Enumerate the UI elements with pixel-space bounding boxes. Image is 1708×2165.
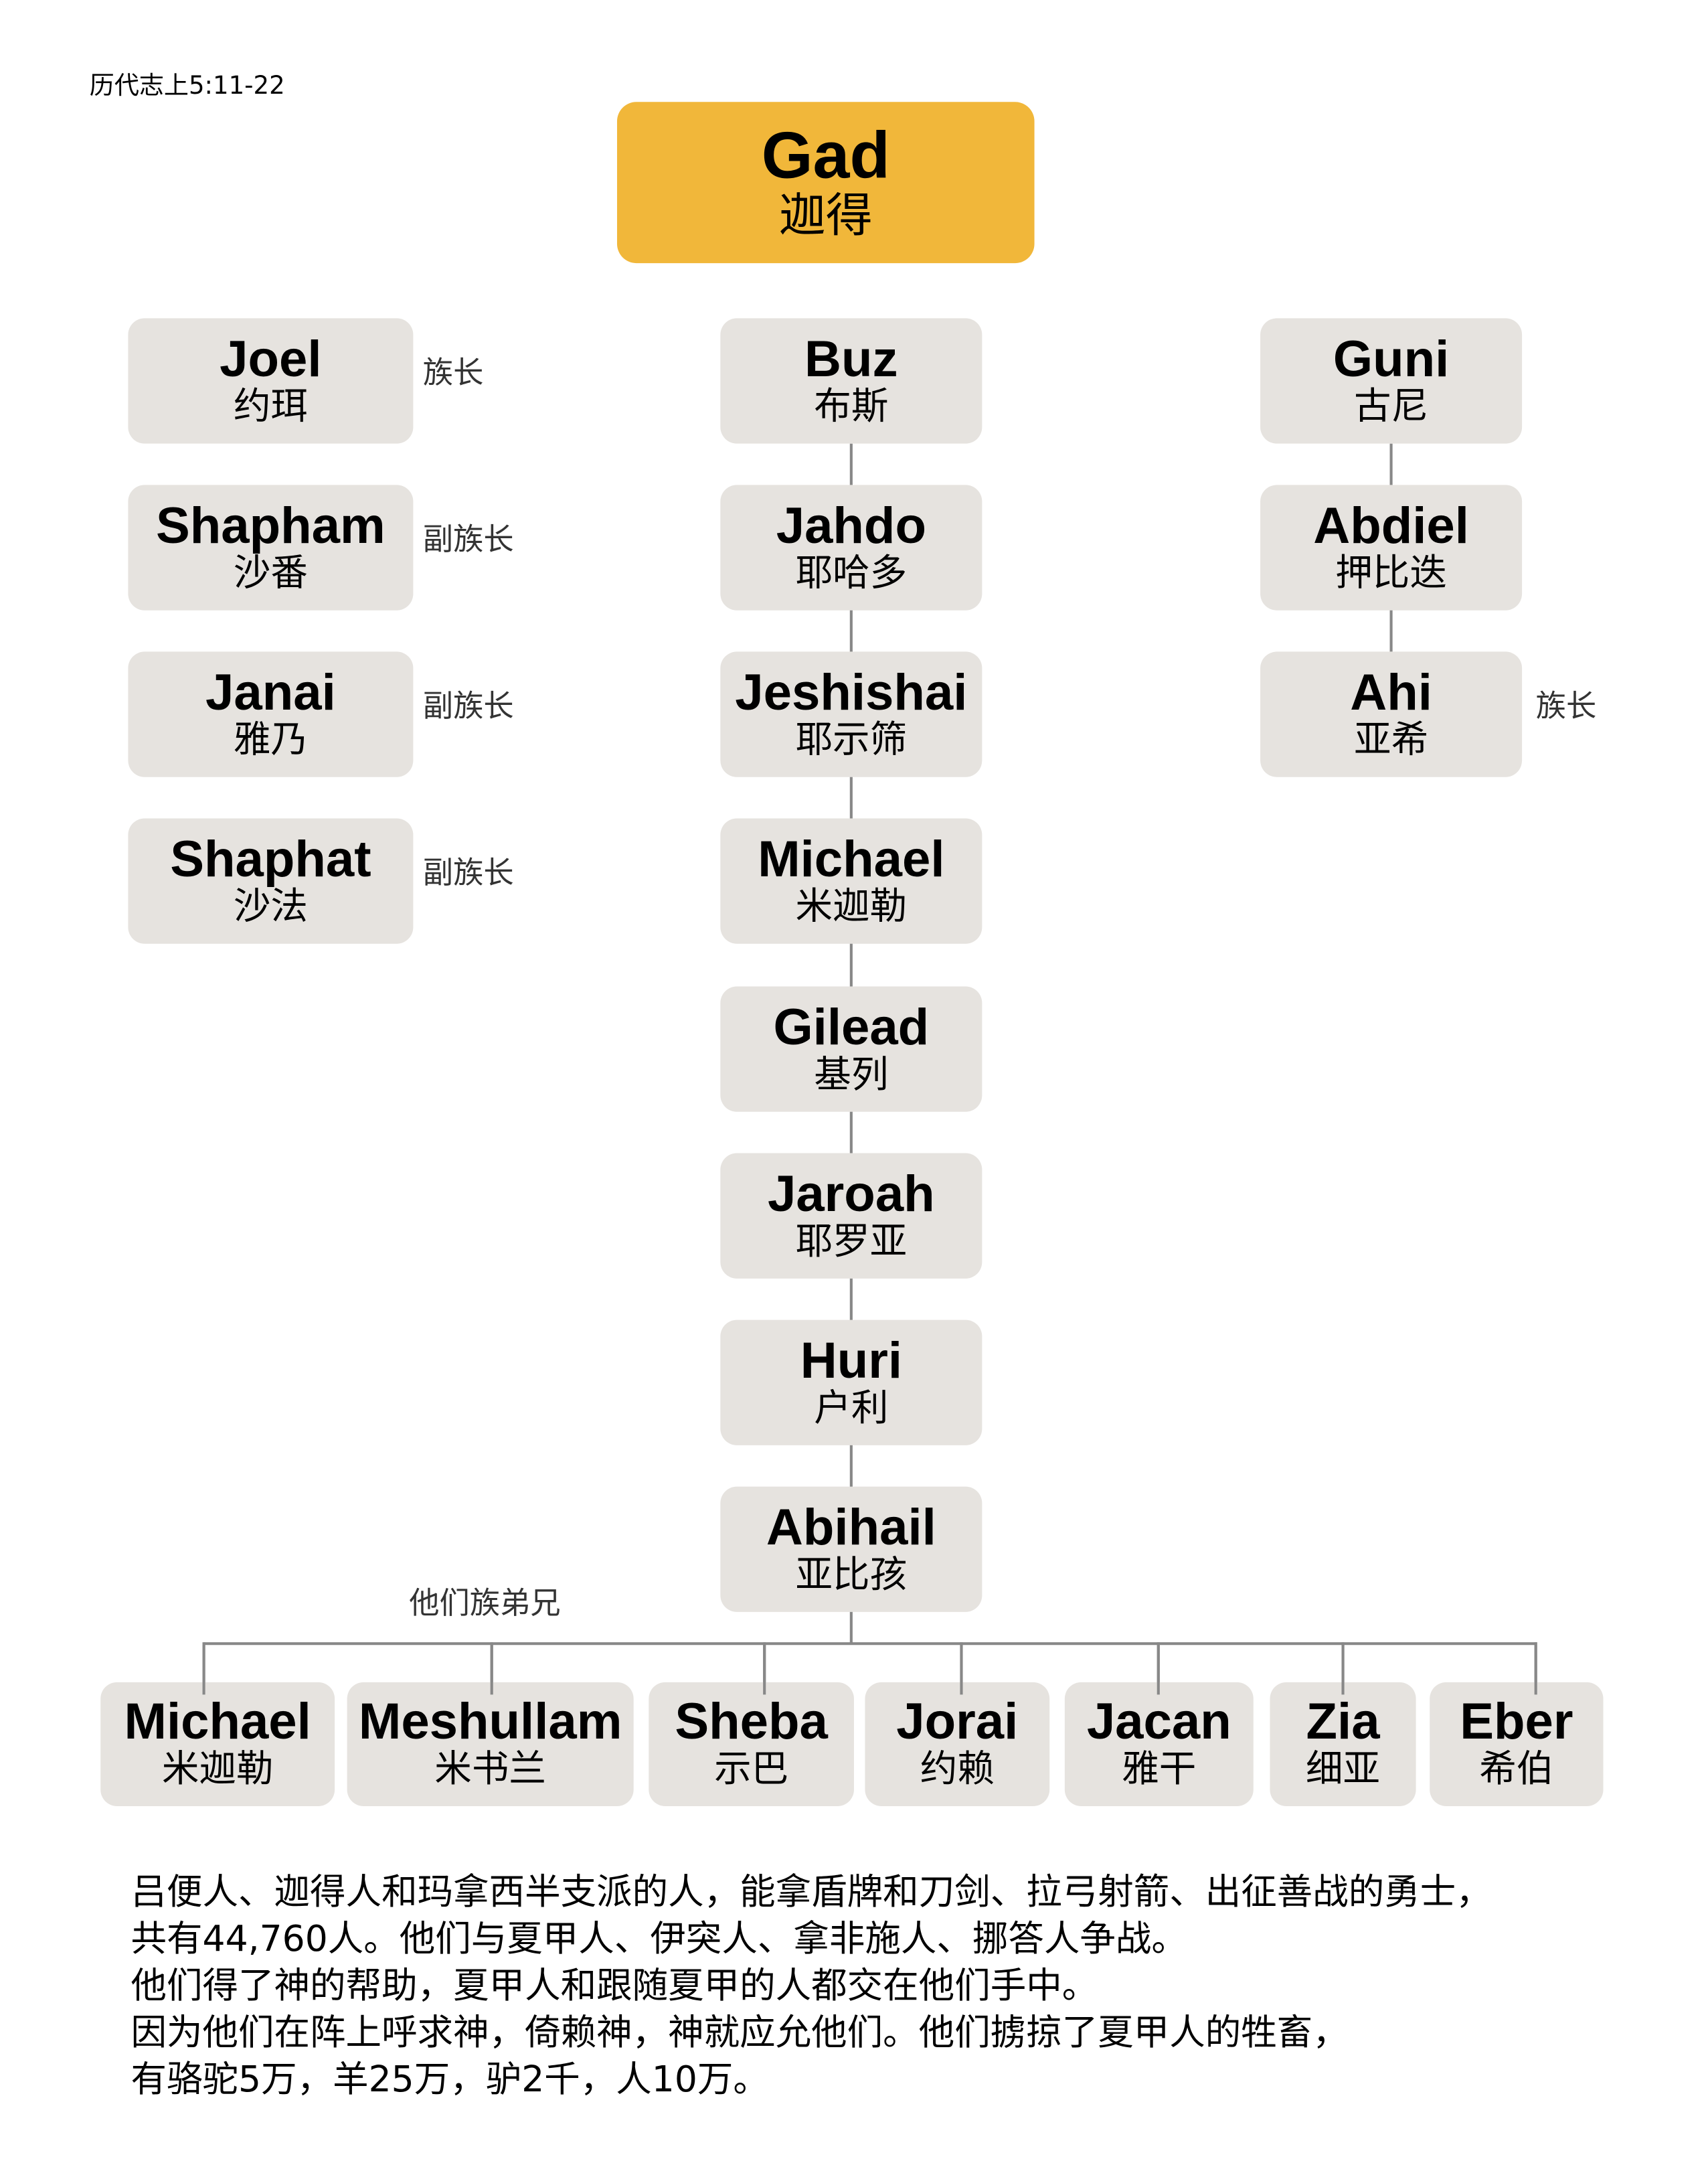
node-name-zh: 雅乃: [233, 718, 308, 762]
node-name-en: Joel: [220, 329, 322, 387]
paragraph-line: 有骆驼5万，羊25万，驴2千，人10万。: [131, 2059, 769, 2101]
connector-line: [490, 1645, 493, 1695]
connector-line: [1341, 1645, 1345, 1695]
role-label: 副族长: [422, 524, 514, 558]
node-name-en: Michael: [758, 829, 945, 887]
paragraph-line: 因为他们在阵上呼求神，倚赖神，神就应允他们。他们掳掠了夏甲人的牲畜，: [131, 2012, 1349, 2055]
node-name-en: Jacan: [1086, 1693, 1231, 1750]
role-label: 族长: [422, 357, 484, 392]
node-name-zh: 细亚: [1305, 1748, 1381, 1791]
node-name-en: Huri: [800, 1332, 902, 1388]
node-name-en: Gilead: [773, 998, 930, 1055]
connector-line: [1534, 1645, 1537, 1695]
node-name-zh: 米迦勒: [161, 1748, 274, 1791]
paragraph-line: 共有44,760人。他们与夏甲人、伊突人、拿非施人、挪答人争战。: [131, 1919, 1187, 1961]
node-name-zh: 耶罗亚: [795, 1220, 908, 1263]
connector-line: [763, 1645, 766, 1695]
node-name-zh: 耶哈多: [795, 552, 908, 595]
node-name-en: Janai: [205, 663, 336, 720]
node-name-zh: 亚比孩: [795, 1553, 908, 1597]
node-name-zh: 米迦勒: [795, 885, 908, 929]
node-name-zh: 古尼: [1354, 385, 1429, 428]
node-name-en: Gad: [761, 119, 890, 193]
node-name-zh: 基列: [814, 1053, 889, 1097]
node-name-en: Jorai: [896, 1693, 1019, 1750]
node-name-zh: 约珥: [233, 385, 308, 428]
role-label: 副族长: [422, 690, 514, 725]
brothers-label: 他们族弟兄: [409, 1587, 561, 1622]
node-name-en: Ahi: [1350, 663, 1432, 720]
role-label: 副族长: [422, 857, 514, 892]
node-name-en: Shaphat: [170, 829, 371, 887]
paragraph-line: 他们得了神的帮助，夏甲人和跟随夏甲的人都交在他们手中。: [131, 1966, 1098, 2008]
node-name-zh: 亚希: [1354, 718, 1429, 762]
node-name-en: Meshullam: [358, 1693, 622, 1750]
connector-line: [202, 1645, 205, 1695]
node-name-zh: 约赖: [920, 1748, 995, 1791]
scripture-reference: 历代志上5:11-22: [89, 72, 285, 101]
node-name-zh: 押比迭: [1335, 552, 1447, 595]
node-name-zh: 布斯: [814, 385, 889, 428]
node-name-zh: 沙法: [233, 885, 308, 929]
node-name-en: Jahdo: [776, 496, 926, 554]
connector-line: [203, 1642, 1537, 1646]
role-label: 族长: [1535, 690, 1597, 725]
node-name-en: Jeshishai: [735, 663, 968, 720]
node-name-zh: 沙番: [233, 552, 308, 595]
paragraph-line: 吕便人、迦得人和玛拿西半支派的人，能拿盾牌和刀剑、拉弓射箭、出征善战的勇士，: [131, 1872, 1492, 1914]
node-name-en: Sheba: [675, 1693, 828, 1750]
node-gad: Gad 迦得: [616, 102, 1035, 264]
node-name-en: Abihail: [766, 1498, 936, 1555]
connector-line: [960, 1645, 963, 1695]
node-name-en: Guni: [1333, 329, 1450, 387]
node-name-en: Michael: [124, 1693, 311, 1750]
node-name-en: Eber: [1460, 1693, 1573, 1750]
node-name-zh: 希伯: [1479, 1748, 1554, 1791]
node-name-zh: 雅干: [1122, 1748, 1197, 1791]
description-paragraph: 吕便人、迦得人和玛拿西半支派的人，能拿盾牌和刀剑、拉弓射箭、出征善战的勇士， 共…: [131, 1870, 1492, 2104]
node-name-zh: 米书兰: [434, 1748, 546, 1791]
node-name-en: Jaroah: [767, 1165, 935, 1222]
node-name-zh: 示巴: [714, 1748, 789, 1791]
node-name-en: Abdiel: [1313, 496, 1469, 554]
node-name-en: Zia: [1306, 1693, 1380, 1750]
node-name-en: Shapham: [156, 496, 386, 554]
node-name-zh: 耶示筛: [795, 718, 908, 762]
node-name-en: Buz: [804, 329, 898, 387]
connector-line: [1157, 1645, 1160, 1695]
node-name-zh: 户利: [814, 1386, 889, 1430]
node-name-zh: 迦得: [778, 187, 873, 244]
